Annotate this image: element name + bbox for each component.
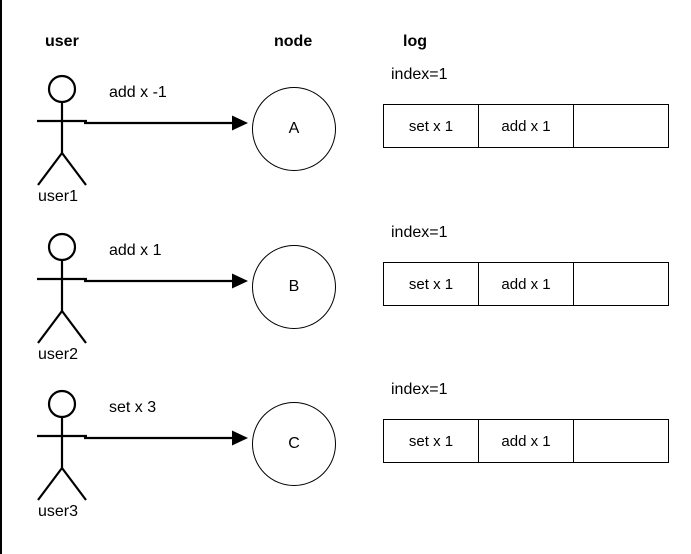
log-table: set x 1 add x 1 — [383, 104, 669, 148]
stick-figure-icon — [29, 383, 99, 503]
node-circle: B — [252, 245, 336, 329]
log-cell: set x 1 — [384, 263, 479, 305]
diagram-row: user3 set x 3 C index=1 set x 1 add x 1 — [2, 375, 691, 554]
stick-figure-icon — [29, 226, 99, 346]
message-label: set x 3 — [109, 399, 157, 416]
log-index-label: index=1 — [391, 224, 448, 241]
column-header-node: node — [274, 33, 313, 50]
node-circle: A — [252, 87, 336, 171]
log-cell: add x 1 — [479, 420, 574, 462]
log-cell: add x 1 — [479, 263, 574, 305]
log-cell: set x 1 — [384, 105, 479, 147]
message-label: add x 1 — [109, 242, 162, 259]
message-label: add x -1 — [109, 84, 167, 101]
diagram-row: user2 add x 1 B index=1 set x 1 add x 1 — [2, 218, 691, 398]
node-label: A — [288, 120, 300, 137]
node-circle: C — [252, 402, 336, 486]
log-index-label: index=1 — [391, 381, 448, 398]
log-cell: add x 1 — [479, 105, 574, 147]
node-label: B — [288, 278, 300, 295]
message-arrow-icon — [82, 427, 250, 449]
log-cell — [574, 420, 668, 462]
log-cell — [574, 105, 668, 147]
message-arrow-icon — [82, 270, 250, 292]
actor-label: user2 — [38, 346, 79, 363]
log-cell: set x 1 — [384, 420, 479, 462]
message-arrow-icon — [82, 112, 250, 134]
log-cell — [574, 263, 668, 305]
log-table: set x 1 add x 1 — [383, 419, 669, 463]
log-index-label: index=1 — [391, 66, 448, 83]
diagram-row: user1 add x -1 A index=1 set x 1 add x 1 — [2, 60, 691, 240]
column-header-user: user — [45, 33, 79, 50]
stick-figure-icon — [29, 68, 99, 188]
node-label: C — [288, 435, 300, 452]
actor-label: user1 — [38, 188, 79, 205]
actor-label: user3 — [38, 503, 79, 520]
column-header-log: log — [403, 33, 427, 50]
log-table: set x 1 add x 1 — [383, 262, 669, 306]
